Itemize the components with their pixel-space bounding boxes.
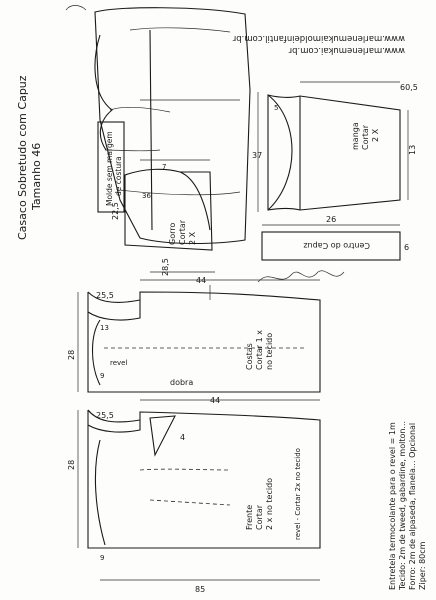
sleeve-label: manga: [351, 122, 360, 150]
back-cut: Cortar 1 x: [255, 330, 264, 370]
back-facing: revel: [110, 359, 127, 367]
sleeve-qty: 2 X: [371, 128, 380, 142]
back-fold: dobra: [170, 378, 193, 387]
front-facing: revel - Cortar 2x no tecido: [294, 448, 302, 540]
front-piece: 44 25,5 28 4 9 Frente Cortar 2 x no teci…: [67, 396, 321, 562]
strip-dim-width: 6: [404, 243, 409, 252]
url-block: www.marlenemukai.com.br www.marlenemukai…: [232, 33, 405, 55]
materials-block: Entretela termocolante para o revel = 1m…: [388, 421, 427, 591]
front-cut: Cortar: [255, 504, 264, 530]
back-dim-height: 28: [67, 350, 76, 360]
materials-line-2: Tecido: 2m de tweed, gabardine, molton..…: [398, 421, 407, 591]
hood-piece: 7 22,5 28,5 Gorro Cortar 2 X 36: [111, 159, 215, 276]
pattern-size: Tamanho 46: [30, 143, 43, 211]
hood-dim-curve: 36: [142, 192, 151, 200]
sleeve-piece: 13 37 60,5 5 manga Cortar 2 X: [252, 81, 418, 212]
back-dim-armhole: 13: [100, 324, 109, 332]
sleeve-dim-width: 37: [252, 151, 262, 160]
front-dim-top: 44: [210, 396, 220, 405]
front-dim-dart: 4: [180, 433, 185, 442]
hood-dim-height: 22,5: [111, 202, 120, 220]
hood-cut: Cortar: [178, 219, 187, 245]
back-dim-top: 44: [196, 276, 206, 285]
strip-dim-length: 26: [326, 215, 336, 224]
note-box: Molde sem margem de costura: [97, 121, 125, 213]
sleeve-dim-cuff: 13: [408, 145, 417, 155]
sleeve-cut: Cortar: [361, 124, 370, 150]
hood-dim-width: 28,5: [161, 258, 170, 276]
materials-line-3: Forro: 2m de alpaseda, flanela... Opcion…: [408, 423, 417, 590]
pattern-title: Casaco Sobretudo com Capuz: [16, 75, 29, 240]
url-line-1: www.marlenemukai.com.br: [288, 45, 405, 55]
front-label: Frente: [245, 505, 254, 530]
strip-label: Centro do Capuz: [303, 241, 370, 250]
url-line-2: www.marlenemukaimoldeinfantil.com.br: [232, 33, 405, 43]
sleeve-dim-length: 60,5: [400, 83, 418, 92]
hood-label: Gorro: [168, 223, 177, 245]
coat-sketch: [65, 5, 251, 245]
front-dim-height: 28: [67, 460, 76, 470]
title-block: Casaco Sobretudo com Capuz Tamanho 46: [16, 75, 43, 240]
hood-dim-top: 7: [162, 163, 166, 171]
hood-center-strip: 26 6 Centro do Capuz: [261, 215, 409, 261]
materials-line-4: Ziper: 80cm: [418, 541, 427, 590]
back-fabric: no tecido: [265, 333, 274, 370]
signature: [257, 270, 345, 283]
back-label: Costas: [245, 343, 254, 370]
back-dim-hem: 9: [100, 372, 104, 380]
front-dim-shoulder: 25,5: [96, 411, 114, 420]
front-dim-hem: 9: [100, 554, 104, 562]
note-line-1: Molde sem margem: [105, 131, 114, 206]
materials-line-1: Entretela termocolante para o revel = 1m: [388, 422, 397, 590]
length-dimension: 85: [100, 579, 320, 594]
back-dim-shoulder: 25,5: [96, 291, 114, 300]
total-length: 85: [195, 585, 205, 594]
front-fabric: 2 x no tecido: [265, 478, 274, 530]
back-piece: 44 25,5 28 13 9 dobra Costas Cortar 1 x …: [67, 276, 321, 393]
sleeve-dim-cap: 5: [274, 104, 278, 112]
hood-qty: 2 X: [188, 231, 197, 245]
note-line-2: de costura: [114, 156, 123, 196]
